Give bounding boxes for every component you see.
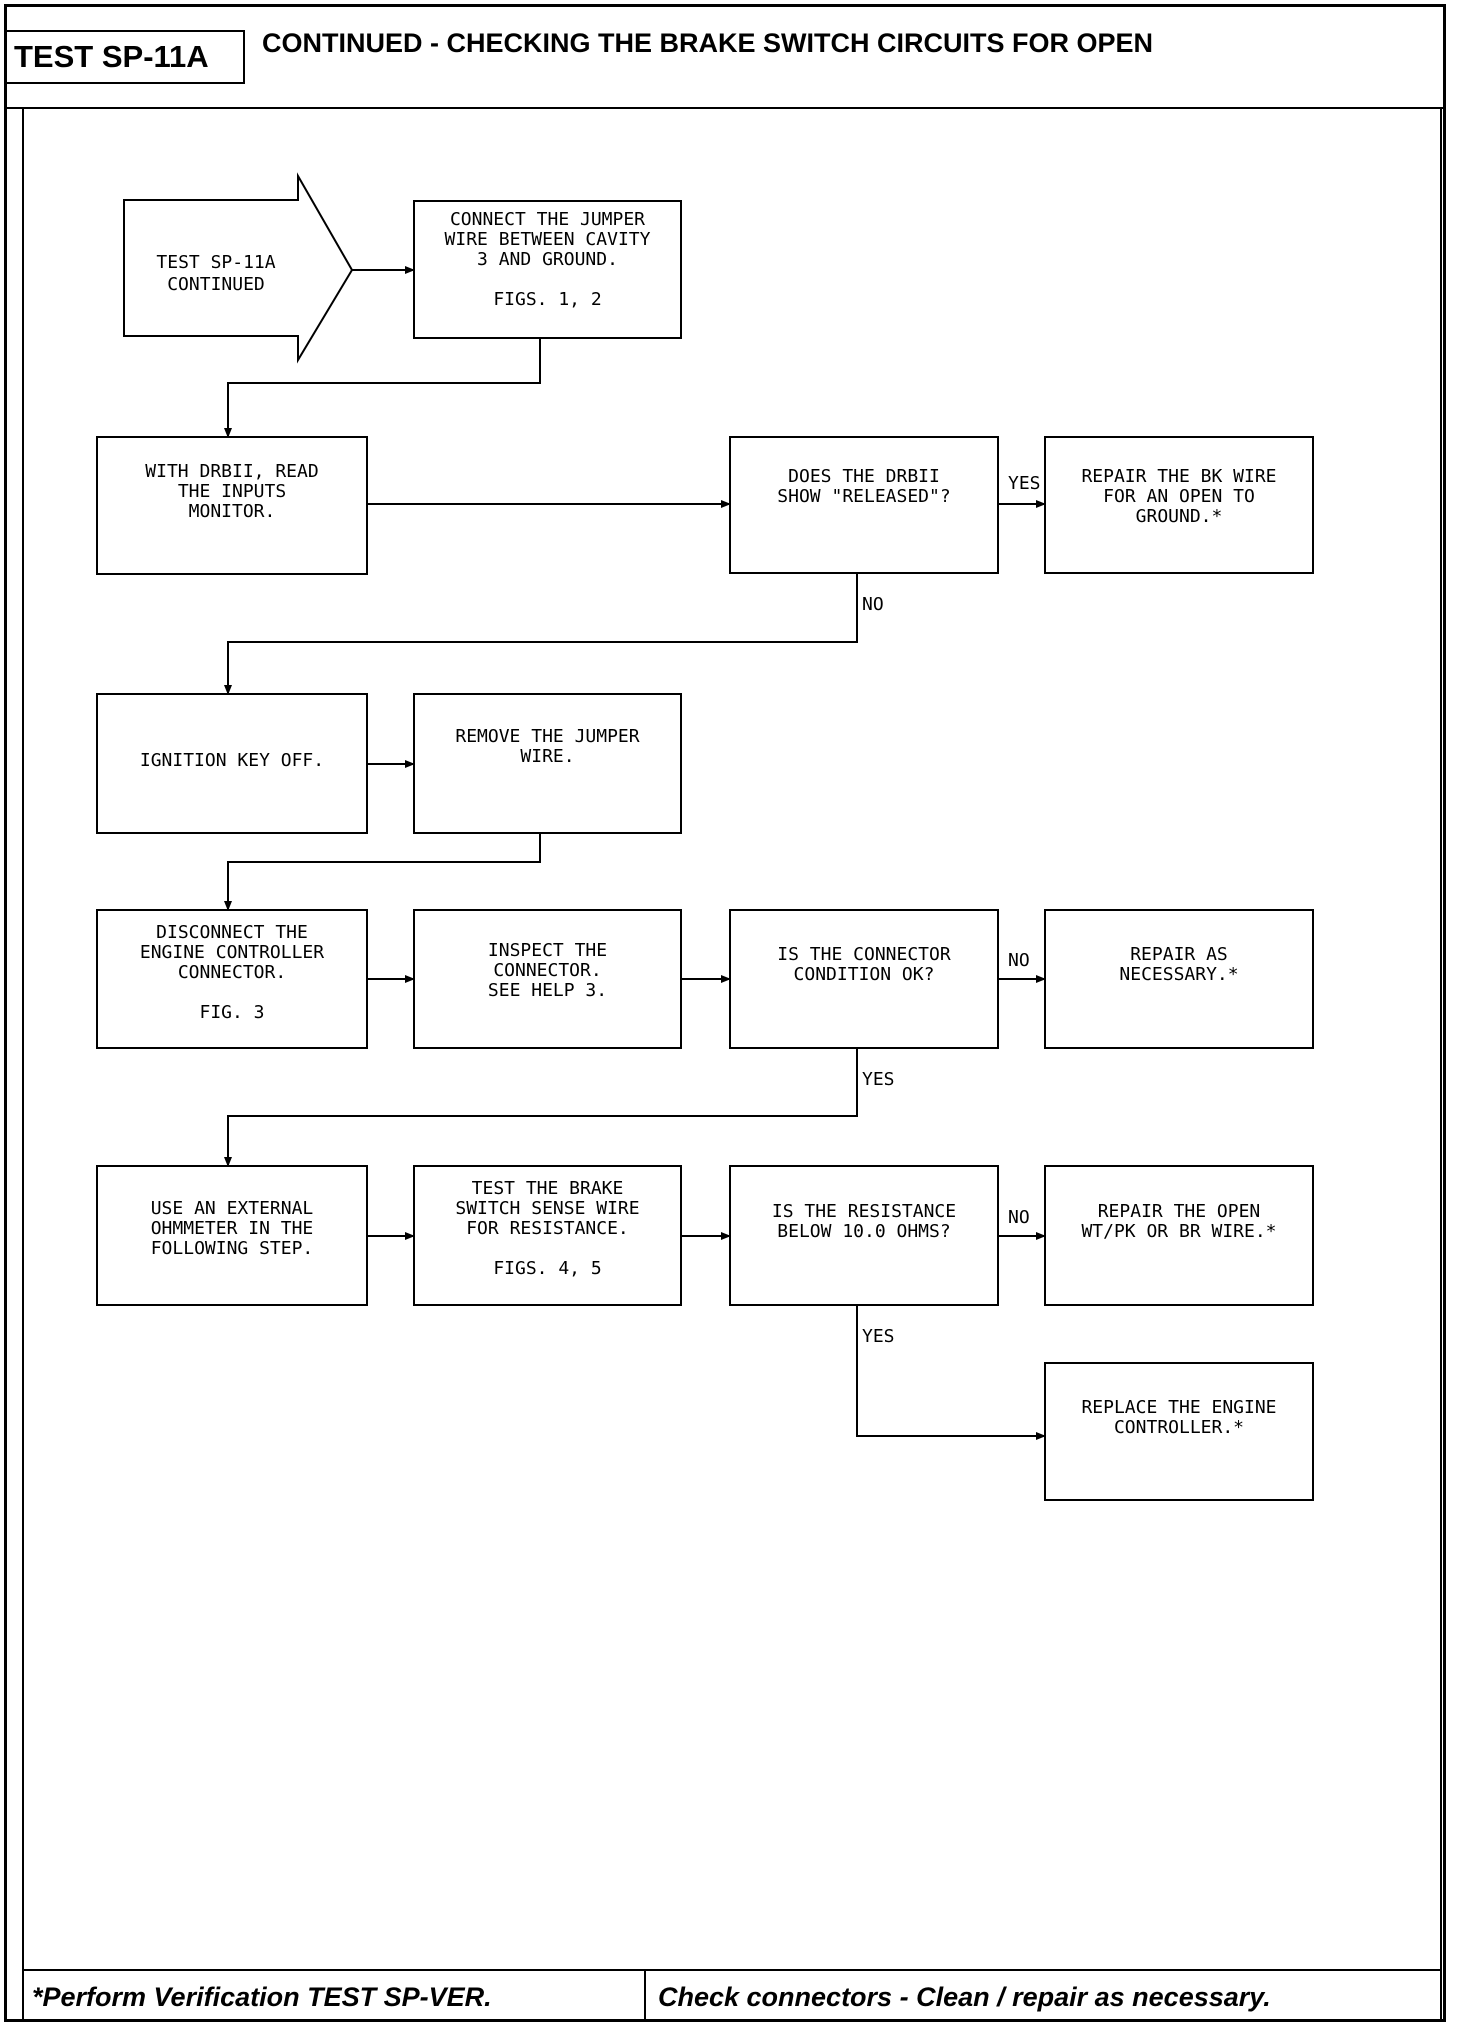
step-text-show-released: DOES THE DRBII <box>788 466 940 487</box>
step-text-remove-jumper: REMOVE THE JUMPER <box>455 726 639 747</box>
step-text-repair-as-necessary: REPAIR AS <box>1130 944 1228 965</box>
footer <box>22 1969 1442 2022</box>
step-box-repair-bk <box>1044 436 1314 574</box>
step-text-resistance-below: IS THE RESISTANCE <box>772 1201 956 1222</box>
edge-label-no: NO <box>862 594 884 615</box>
step-text-inspect-connector: INSPECT THE <box>488 940 607 961</box>
step-text-use-ohmmeter: USE AN EXTERNAL <box>151 1198 314 1219</box>
step-text-repair-bk: FOR AN OPEN TO <box>1103 486 1255 507</box>
start-line-2: CONTINUED <box>167 274 265 295</box>
step-box-test-resistance <box>413 1165 682 1306</box>
step-text-repair-as-necessary: NECESSARY.* <box>1119 964 1238 985</box>
footer-verification-note: *Perform Verification TEST SP-VER. <box>32 1982 492 2012</box>
edge-label-no: NO <box>1008 950 1030 971</box>
step-box-replace-ecu <box>1044 1362 1314 1501</box>
step-text-repair-bk: GROUND.* <box>1136 506 1223 527</box>
step-box-repair-open <box>1044 1165 1314 1306</box>
step-box-read-inputs <box>96 436 368 575</box>
footer-connector-note: Check connectors - Clean / repair as nec… <box>658 1982 1271 2012</box>
edge-label-yes: YES <box>862 1326 895 1347</box>
step-box-remove-jumper <box>413 693 682 834</box>
step-text-read-inputs: THE INPUTS <box>178 481 286 502</box>
step-text-remove-jumper: WIRE. <box>520 746 574 767</box>
page-title: CONTINUED - CHECKING THE BRAKE SWITCH CI… <box>262 28 1153 58</box>
step-text-read-inputs: WITH DRBII, READ <box>145 461 318 482</box>
step-text-replace-ecu: CONTROLLER.* <box>1114 1417 1244 1438</box>
step-text-repair-bk: REPAIR THE BK WIRE <box>1081 466 1276 487</box>
connector <box>224 573 858 695</box>
step-text-replace-ecu: REPLACE THE ENGINE <box>1081 1397 1276 1418</box>
step-text-disconnect-ecu: DISCONNECT THE <box>156 922 308 943</box>
step-box-show-released <box>729 436 999 574</box>
step-box-connect-jumper <box>413 200 682 339</box>
step-box-resistance-below <box>729 1165 999 1306</box>
step-box-ignition-off <box>96 693 368 834</box>
step-text-ignition-off: IGNITION KEY OFF. <box>140 750 324 771</box>
step-text-connect-jumper: CONNECT THE JUMPER <box>450 209 645 230</box>
connector <box>224 338 541 438</box>
step-box-connector-ok <box>729 909 999 1049</box>
step-text-connector-ok: CONDITION OK? <box>794 964 935 985</box>
test-id-box: TEST SP-11A <box>4 30 245 84</box>
step-text-disconnect-ecu: ENGINE CONTROLLER <box>140 942 324 963</box>
edge-label-yes: YES <box>1008 473 1041 494</box>
connector <box>224 1048 858 1167</box>
edge-label-no: NO <box>1008 1207 1030 1228</box>
edge-label-yes: YES <box>862 1069 895 1090</box>
step-text-connect-jumper: FIGS. 1, 2 <box>493 289 601 310</box>
step-box-use-ohmmeter <box>96 1165 368 1306</box>
header-divider <box>4 107 1446 109</box>
step-text-inspect-connector: SEE HELP 3. <box>488 980 607 1001</box>
step-text-test-resistance: FOR RESISTANCE. <box>466 1218 629 1239</box>
step-text-test-resistance: FIGS. 4, 5 <box>493 1258 601 1279</box>
start-arrow-shape <box>123 172 354 364</box>
step-text-test-resistance: SWITCH SENSE WIRE <box>455 1198 639 1219</box>
step-text-connect-jumper: 3 AND GROUND. <box>477 249 618 270</box>
diagram-area <box>22 107 1442 1969</box>
footer-divider <box>644 1969 646 2022</box>
step-text-read-inputs: MONITOR. <box>189 501 276 522</box>
step-text-use-ohmmeter: FOLLOWING STEP. <box>151 1238 314 1259</box>
step-box-repair-as-necessary <box>1044 909 1314 1049</box>
step-box-inspect-connector <box>413 909 682 1049</box>
step-text-connector-ok: IS THE CONNECTOR <box>777 944 951 965</box>
step-text-show-released: SHOW "RELEASED"? <box>777 486 950 507</box>
page-frame <box>4 4 1446 2022</box>
step-text-disconnect-ecu: CONNECTOR. <box>178 962 286 983</box>
step-text-use-ohmmeter: OHMMETER IN THE <box>151 1218 314 1239</box>
step-text-resistance-below: BELOW 10.0 OHMS? <box>777 1221 950 1242</box>
step-text-repair-open: REPAIR THE OPEN <box>1098 1201 1261 1222</box>
connector <box>856 1305 1046 1440</box>
step-box-disconnect-ecu <box>96 909 368 1049</box>
start-line-1: TEST SP-11A <box>156 252 275 273</box>
step-text-disconnect-ecu: FIG. 3 <box>199 1002 264 1023</box>
step-text-connect-jumper: WIRE BETWEEN CAVITY <box>445 229 651 250</box>
step-text-test-resistance: TEST THE BRAKE <box>472 1178 624 1199</box>
connector <box>224 833 541 911</box>
step-text-repair-open: WT/PK OR BR WIRE.* <box>1081 1221 1276 1242</box>
step-text-inspect-connector: CONNECTOR. <box>493 960 601 981</box>
